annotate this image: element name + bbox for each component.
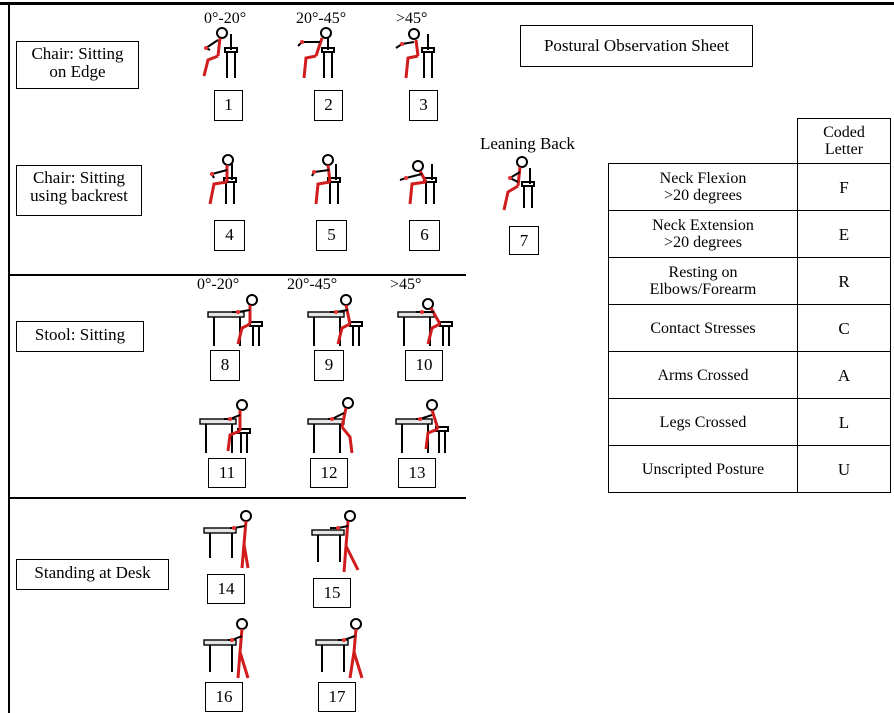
posture-number-8: 8 bbox=[210, 350, 240, 381]
section-divider-standing bbox=[8, 497, 466, 499]
posture-number-4: 4 bbox=[214, 220, 245, 251]
posture-number-14: 14 bbox=[207, 574, 245, 604]
posture-figure-4 bbox=[208, 154, 237, 205]
posture-figure-6 bbox=[399, 160, 437, 205]
table-row-description: Neck Extension >20 degrees bbox=[608, 210, 798, 258]
posture-figure-13 bbox=[395, 399, 449, 453]
table-row-code: R bbox=[797, 257, 891, 305]
posture-number-1: 1 bbox=[214, 90, 243, 121]
table-row-description: Contact Stresses bbox=[608, 304, 798, 352]
angle-label-chair-1: 0°-20° bbox=[204, 10, 247, 27]
posture-number-6: 6 bbox=[409, 220, 440, 251]
posture-number-3: 3 bbox=[409, 90, 438, 121]
posture-number-7: 7 bbox=[509, 226, 539, 255]
table-row: Neck Extension >20 degrees E bbox=[608, 210, 891, 258]
posture-number-11: 11 bbox=[208, 458, 246, 488]
leaning-back-label: Leaning Back bbox=[480, 134, 575, 153]
category-chair-backrest: Chair: Sitting using backrest bbox=[16, 165, 142, 216]
table-row-description: Arms Crossed bbox=[608, 351, 798, 399]
posture-number-17: 17 bbox=[318, 682, 356, 712]
table-row-code: E bbox=[797, 210, 891, 258]
posture-number-5: 5 bbox=[316, 220, 347, 251]
posture-number-10: 10 bbox=[405, 350, 443, 381]
left-border bbox=[8, 2, 10, 713]
posture-figure-14 bbox=[203, 510, 252, 569]
posture-number-13: 13 bbox=[398, 458, 436, 488]
sheet-title: Postural Observation Sheet bbox=[520, 25, 753, 67]
posture-figure-15 bbox=[311, 510, 360, 573]
table-row-code: F bbox=[797, 163, 891, 211]
table-row-code: A bbox=[797, 351, 891, 399]
category-stool: Stool: Sitting bbox=[16, 321, 144, 352]
top-border bbox=[0, 2, 894, 5]
posture-number-15: 15 bbox=[313, 578, 351, 608]
posture-figure-1 bbox=[202, 27, 238, 78]
posture-figure-12 bbox=[307, 397, 354, 454]
table-row-description: Legs Crossed bbox=[608, 398, 798, 446]
table-row: Arms Crossed A bbox=[608, 351, 891, 399]
posture-figure-10 bbox=[397, 298, 453, 346]
table-header-row: Coded Letter bbox=[608, 118, 891, 164]
table-row-code: U bbox=[797, 445, 891, 493]
angle-label-chair-3: >45° bbox=[396, 10, 428, 27]
posture-figure-3 bbox=[395, 28, 435, 79]
table-row-description: Neck Flexion >20 degrees bbox=[608, 163, 798, 211]
table-row: Legs Crossed L bbox=[608, 398, 891, 446]
posture-figure-5 bbox=[311, 154, 341, 205]
table-row-description: Unscripted Posture bbox=[608, 445, 798, 493]
posture-number-9: 9 bbox=[314, 350, 344, 381]
posture-figure-17 bbox=[315, 618, 364, 679]
table-row: Neck Flexion >20 degrees F bbox=[608, 163, 891, 211]
angle-label-stool-1: 0°-20° bbox=[197, 276, 240, 293]
posture-figure-2 bbox=[297, 27, 335, 79]
posture-number-12: 12 bbox=[310, 458, 348, 488]
section-divider-stool bbox=[8, 274, 466, 276]
table-row: Unscripted Posture U bbox=[608, 445, 891, 493]
posture-figure-11 bbox=[199, 399, 251, 453]
posture-figure-7 bbox=[502, 156, 535, 211]
table-row-code: L bbox=[797, 398, 891, 446]
category-standing: Standing at Desk bbox=[16, 559, 169, 590]
posture-figure-9 bbox=[307, 294, 363, 346]
table-row-code: C bbox=[797, 304, 891, 352]
table-header-blank bbox=[608, 118, 798, 164]
angle-label-stool-2: 20°-45° bbox=[287, 276, 338, 293]
angle-label-chair-2: 20°-45° bbox=[296, 10, 347, 27]
category-chair-edge: Chair: Sitting on Edge bbox=[16, 41, 139, 89]
posture-figure-8 bbox=[207, 294, 263, 346]
table-row-description: Resting on Elbows/Forearm bbox=[608, 257, 798, 305]
coded-letter-table: Coded Letter Neck Flexion >20 degrees F … bbox=[608, 118, 891, 493]
posture-number-2: 2 bbox=[314, 90, 343, 121]
table-row: Resting on Elbows/Forearm R bbox=[608, 257, 891, 305]
table-row: Contact Stresses C bbox=[608, 304, 891, 352]
angle-label-stool-3: >45° bbox=[390, 276, 422, 293]
posture-number-16: 16 bbox=[205, 682, 243, 712]
table-header-coded-letter: Coded Letter bbox=[797, 118, 891, 164]
posture-figure-16 bbox=[203, 618, 250, 679]
